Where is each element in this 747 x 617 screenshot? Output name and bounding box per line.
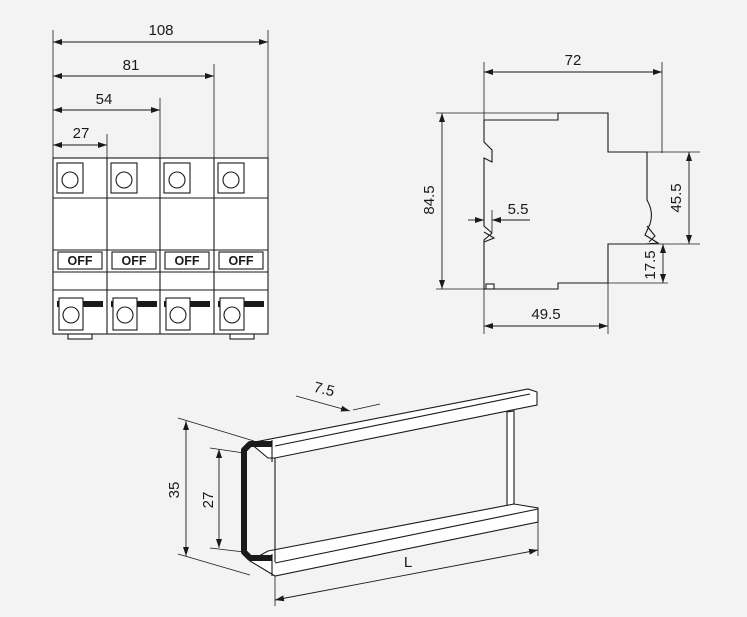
side-profile [483, 112, 660, 290]
terminal-screw-icon [168, 171, 186, 189]
din-rail: 7.5 35 27 L [166, 379, 539, 606]
terminal-screw-icon [62, 306, 80, 324]
dim-label-7-5: 7.5 [312, 379, 336, 401]
dim-label-5-5: 5.5 [508, 201, 529, 218]
front-extension-lines [52, 30, 269, 158]
dim-label-45-5: 45.5 [668, 183, 685, 212]
dim-label-35: 35 [166, 482, 183, 499]
dim-line-7-5 [295, 395, 351, 412]
dim-label-72: 72 [565, 52, 582, 69]
dim-label-108: 108 [148, 22, 173, 39]
dim-label-27: 27 [73, 125, 90, 142]
terminal-screw-icon [222, 171, 240, 189]
dim-label-length: L [404, 554, 412, 571]
pole-3: OFF [163, 162, 210, 331]
terminal-screw-icon [169, 306, 187, 324]
off-label: OFF [229, 254, 254, 268]
front-view: 108 81 54 27 OFF OFF [52, 22, 269, 340]
dim-label-17-5: 17.5 [642, 250, 659, 279]
side-extension-lines [436, 62, 700, 334]
dim-label-54: 54 [96, 91, 113, 108]
pole-2: OFF [110, 162, 157, 331]
terminal-screw-icon [116, 306, 134, 324]
dim-label-49-5: 49.5 [531, 306, 560, 323]
rail-bottom-flange [248, 503, 539, 577]
dim-label-84-5: 84.5 [421, 185, 438, 214]
off-label: OFF [175, 254, 200, 268]
pole-1: OFF [56, 162, 103, 331]
off-label: OFF [68, 254, 93, 268]
side-view: 72 84.5 5.5 45.5 17.5 49.5 [421, 52, 700, 334]
dim-label-81: 81 [123, 57, 140, 74]
terminal-screw-icon [115, 171, 133, 189]
dim-label-27-rail: 27 [200, 492, 217, 509]
terminal-screw-icon [61, 171, 79, 189]
rail-back-web [506, 410, 515, 507]
rail-profile [241, 441, 272, 561]
off-label: OFF [122, 254, 147, 268]
pole-4: OFF [217, 162, 264, 331]
dim-line-length [274, 548, 539, 602]
terminal-screw-icon [223, 306, 241, 324]
rail-top-flange [248, 388, 538, 459]
